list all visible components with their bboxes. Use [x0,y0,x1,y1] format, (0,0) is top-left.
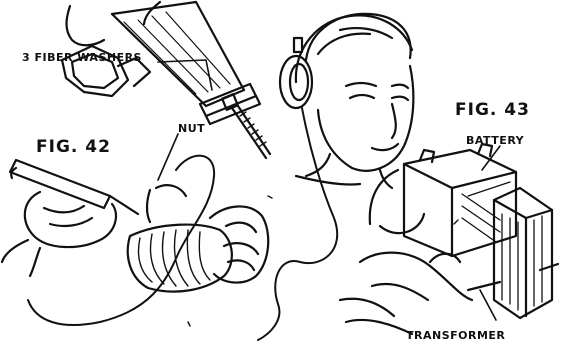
fig43-battery-transformer [340,144,558,334]
fig42-hands-drawing [2,134,268,325]
label-transformer: TRANSFORMER [406,330,505,341]
label-fiber-washers: 3 FIBER WASHERS [22,52,142,63]
tube-assembly [62,2,270,158]
label-fig-42: FIG. 42 [36,139,111,156]
label-nut: NUT [178,123,205,134]
listener-portrait [258,14,413,340]
label-battery: BATTERY [466,135,524,146]
label-fig-43: FIG. 43 [455,102,530,119]
